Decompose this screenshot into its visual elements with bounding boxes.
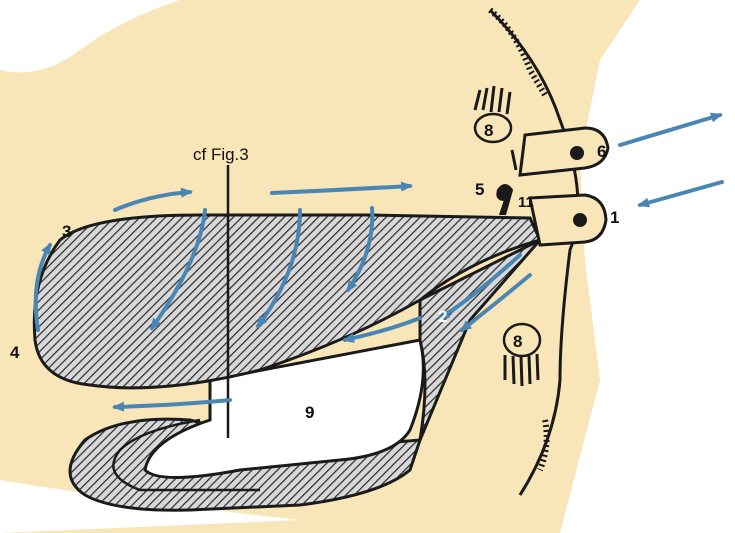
label-8-lower: 8: [513, 332, 522, 351]
lower-duct-opening: [573, 213, 587, 227]
lower-duct: [530, 195, 606, 245]
label-2: 2: [438, 307, 447, 326]
label-6: 6: [597, 142, 606, 161]
label-4: 4: [10, 343, 20, 362]
upper-duct-opening: [570, 146, 584, 160]
label-8-upper: 8: [484, 121, 493, 140]
label-9: 9: [305, 403, 314, 422]
reference-label: cf Fig.3: [193, 145, 249, 164]
label-5: 5: [475, 180, 484, 199]
label-1: 1: [610, 208, 619, 227]
label-11: 11: [518, 194, 534, 211]
label-3: 3: [62, 222, 71, 241]
